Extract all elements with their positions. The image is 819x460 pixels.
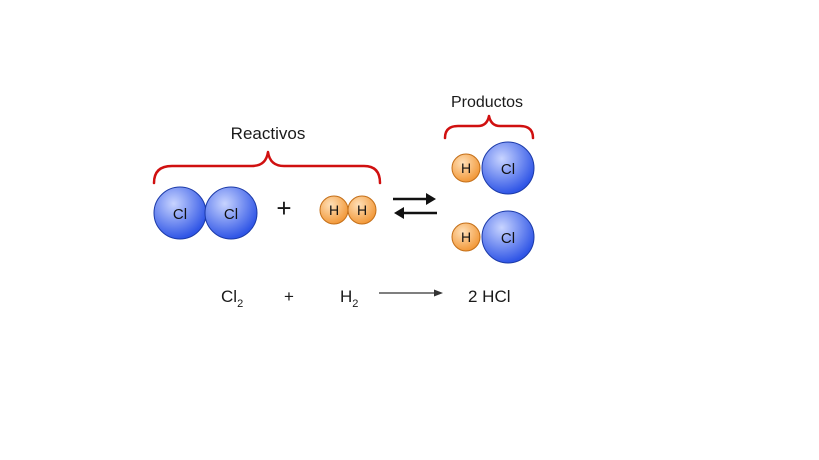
atom-cl-4-label: Cl — [501, 230, 515, 247]
reaction-plus-sign: + — [276, 193, 291, 223]
equation-plus: + — [284, 287, 294, 306]
equation-cl2: Cl2 — [221, 287, 243, 310]
atom-cl-2 — [204, 186, 258, 240]
equation-arrow-icon — [379, 289, 443, 297]
equation-h2-subscript: 2 — [352, 298, 358, 310]
atom-h-4-label: H — [461, 229, 471, 245]
atom-h-1-label: H — [329, 202, 339, 218]
molecule-hcl-1: H Cl — [451, 141, 535, 195]
atom-h-2-label: H — [357, 202, 367, 218]
molecule-hcl-2: H Cl — [451, 210, 535, 264]
atom-cl-2-label: Cl — [224, 206, 238, 223]
products-label: Productos — [451, 94, 523, 111]
molecule-h2: H H — [319, 195, 377, 225]
atom-h-2 — [347, 195, 377, 225]
equation-cl2-base: Cl — [221, 287, 237, 306]
atom-h-3 — [451, 153, 481, 183]
equation-product: 2 HCl — [468, 287, 511, 306]
atom-cl-1-label: Cl — [173, 206, 187, 223]
reactants-brace — [152, 150, 382, 185]
atom-cl-3 — [481, 141, 535, 195]
atom-h-4 — [451, 222, 481, 252]
chemical-equation: Cl2 + H2 2 HCl — [221, 287, 511, 310]
equation-h2: H2 — [340, 287, 358, 310]
reactants-label: Reactivos — [231, 124, 306, 143]
products-brace — [443, 114, 535, 140]
equation-h2-base: H — [340, 287, 352, 306]
equation-cl2-subscript: 2 — [237, 298, 243, 310]
atom-cl-3-label: Cl — [501, 161, 515, 178]
molecule-cl2: Cl Cl — [153, 186, 258, 240]
atom-cl-4 — [481, 210, 535, 264]
equilibrium-arrows-icon — [393, 193, 437, 219]
atom-h-3-label: H — [461, 160, 471, 176]
